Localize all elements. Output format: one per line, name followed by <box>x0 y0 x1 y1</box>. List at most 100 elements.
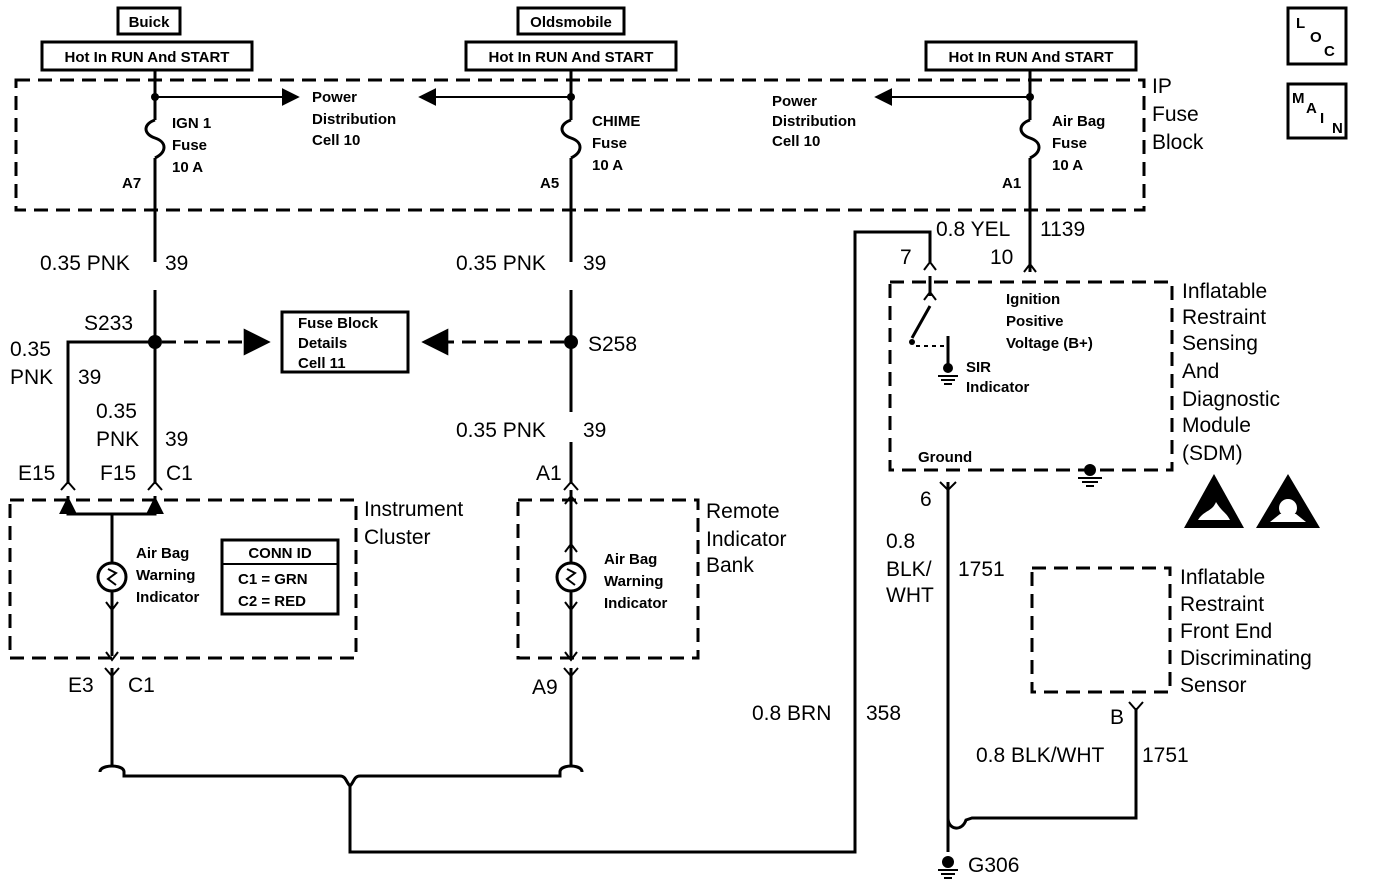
svg-text:Indicator: Indicator <box>706 528 787 551</box>
svg-text:I: I <box>1320 110 1324 127</box>
svg-text:Power: Power <box>772 93 817 110</box>
splice-s233-label: S233 <box>84 312 133 335</box>
cluster-bottom-pins: E3 C1 <box>68 674 155 697</box>
sdm-outline <box>888 280 1174 472</box>
sir-indicator-label: SIR Indicator <box>966 359 1030 396</box>
ip-fuse-block-label: IP Fuse Block <box>1152 75 1204 154</box>
svg-text:Air Bag: Air Bag <box>136 545 189 562</box>
svg-text:SIR: SIR <box>966 359 991 376</box>
svg-text:Inflatable: Inflatable <box>1180 566 1265 589</box>
esd-warning-icon-2 <box>1256 474 1320 528</box>
sensor-label: Inflatable Restraint Front End Discrimin… <box>1180 566 1312 697</box>
loc-button[interactable]: L O C <box>1286 6 1348 66</box>
hot-in-run-start-right: Hot In RUN And START <box>924 40 1138 72</box>
oldsmobile-tag: Oldsmobile <box>516 6 626 36</box>
fuse-block-details-label: Fuse Block Details Cell 11 <box>298 315 379 372</box>
ign1-fuse-label: IGN 1 Fuse 10 A A7 <box>122 115 211 192</box>
wire-label-blkwht-sensor: 0.8 BLK/WHT <box>976 744 1105 767</box>
svg-text:C1: C1 <box>128 674 155 697</box>
svg-text:CONN ID: CONN ID <box>248 545 312 562</box>
chime-fuse-label: CHIME Fuse 10 A A5 <box>540 113 640 192</box>
wire-label-4: 0.35 PNK 39 <box>10 338 101 389</box>
sdm-label: Inflatable Restraint Sensing And Diagnos… <box>1182 280 1280 465</box>
sdm-ign-label: Ignition Positive Voltage (B+) <box>1006 291 1093 352</box>
wire-label-yel: 0.8 YEL <box>936 218 1010 241</box>
svg-text:BLK/: BLK/ <box>886 558 932 581</box>
power-distribution-ref-left: Power Distribution Cell 10 <box>312 89 396 149</box>
svg-text:C2 = RED: C2 = RED <box>238 593 306 610</box>
svg-text:0.8: 0.8 <box>886 530 915 553</box>
main-button[interactable]: M A I N <box>1286 82 1348 140</box>
svg-text:Module: Module <box>1182 414 1251 437</box>
svg-text:Indicator: Indicator <box>604 595 668 612</box>
bus-brace <box>98 764 584 789</box>
hot-in-run-start-left: Hot In RUN And START <box>40 40 254 72</box>
splice-s258-label: S258 <box>588 333 637 356</box>
svg-text:N: N <box>1332 120 1343 137</box>
instrument-cluster-outline <box>8 498 358 660</box>
svg-text:Distribution: Distribution <box>772 113 856 130</box>
esd-warning-icon <box>1184 474 1244 528</box>
instrument-cluster-label: Instrument Cluster <box>364 498 463 549</box>
svg-text:E3: E3 <box>68 674 94 697</box>
svg-text:A: A <box>1306 100 1317 117</box>
svg-text:Indicator: Indicator <box>966 379 1030 396</box>
buick-tag: Buick <box>116 6 182 36</box>
svg-text:Warning: Warning <box>136 567 195 584</box>
svg-text:F15: F15 <box>100 462 136 485</box>
svg-text:IP: IP <box>1152 75 1172 98</box>
svg-text:A7: A7 <box>122 175 141 192</box>
circuit-label-yel: 1139 <box>1040 218 1085 241</box>
remote-indicator-bank-label: Remote Indicator Bank <box>706 500 787 577</box>
svg-text:Fuse: Fuse <box>172 137 207 154</box>
ip-fuse-block-outline <box>14 78 1146 212</box>
svg-text:10 A: 10 A <box>592 157 623 174</box>
wire-label-2: 0.35 PNK <box>456 252 546 275</box>
sir-ground-icon <box>938 363 958 385</box>
circuit-label-blkwht-sensor: 1751 <box>1142 744 1189 767</box>
svg-text:Fuse: Fuse <box>1152 103 1199 126</box>
ground-g306-label: G306 <box>968 854 1019 877</box>
circuit-label-1: 39 <box>165 252 188 275</box>
fuse-block-details-box <box>280 310 410 374</box>
svg-text:Cell 10: Cell 10 <box>312 132 360 149</box>
circuit-label-3: 39 <box>583 419 606 442</box>
svg-text:E15: E15 <box>18 462 55 485</box>
svg-text:0.35: 0.35 <box>10 338 51 361</box>
airbag-fuse-label: Air Bag Fuse 10 A A1 <box>1002 113 1105 192</box>
svg-text:Restraint: Restraint <box>1182 306 1266 329</box>
circuit-label-2: 39 <box>583 252 606 275</box>
sensor-pin-b: B <box>1110 706 1124 729</box>
sdm-pin-7: 7 <box>900 246 912 269</box>
svg-text:L: L <box>1296 15 1305 32</box>
svg-text:Air Bag: Air Bag <box>604 551 657 568</box>
svg-text:O: O <box>1310 29 1322 46</box>
svg-text:Ignition: Ignition <box>1006 291 1060 308</box>
wire-label-1: 0.35 PNK <box>40 252 130 275</box>
svg-text:10 A: 10 A <box>1052 157 1083 174</box>
svg-text:10 A: 10 A <box>172 159 203 176</box>
svg-text:C: C <box>1324 43 1335 60</box>
ground-g306-icon <box>938 856 958 879</box>
sensor-outline <box>1030 566 1172 694</box>
sdm-ground-label: Ground <box>918 449 972 466</box>
ign1-fuse-symbol <box>144 118 166 160</box>
svg-text:Cell 11: Cell 11 <box>298 355 346 372</box>
svg-text:And: And <box>1182 360 1219 383</box>
remote-indicator-label: Air Bag Warning Indicator <box>604 551 668 612</box>
svg-text:Power: Power <box>312 89 357 106</box>
sdm-switch-icon <box>910 305 932 339</box>
wire-label-brn: 0.8 BRN <box>752 702 831 725</box>
svg-text:Fuse: Fuse <box>1052 135 1087 152</box>
svg-text:Front End: Front End <box>1180 620 1272 643</box>
svg-text:IGN 1: IGN 1 <box>172 115 211 132</box>
sdm-pin-10: 10 <box>990 246 1013 269</box>
remote-pin-a1: A1 <box>536 462 562 485</box>
svg-text:Block: Block <box>1152 131 1204 154</box>
hot-in-run-start-mid: Hot In RUN And START <box>464 40 678 72</box>
svg-text:WHT: WHT <box>886 584 934 607</box>
svg-text:Indicator: Indicator <box>136 589 200 606</box>
svg-text:Sensing: Sensing <box>1182 332 1258 355</box>
svg-text:Inflatable: Inflatable <box>1182 280 1267 303</box>
